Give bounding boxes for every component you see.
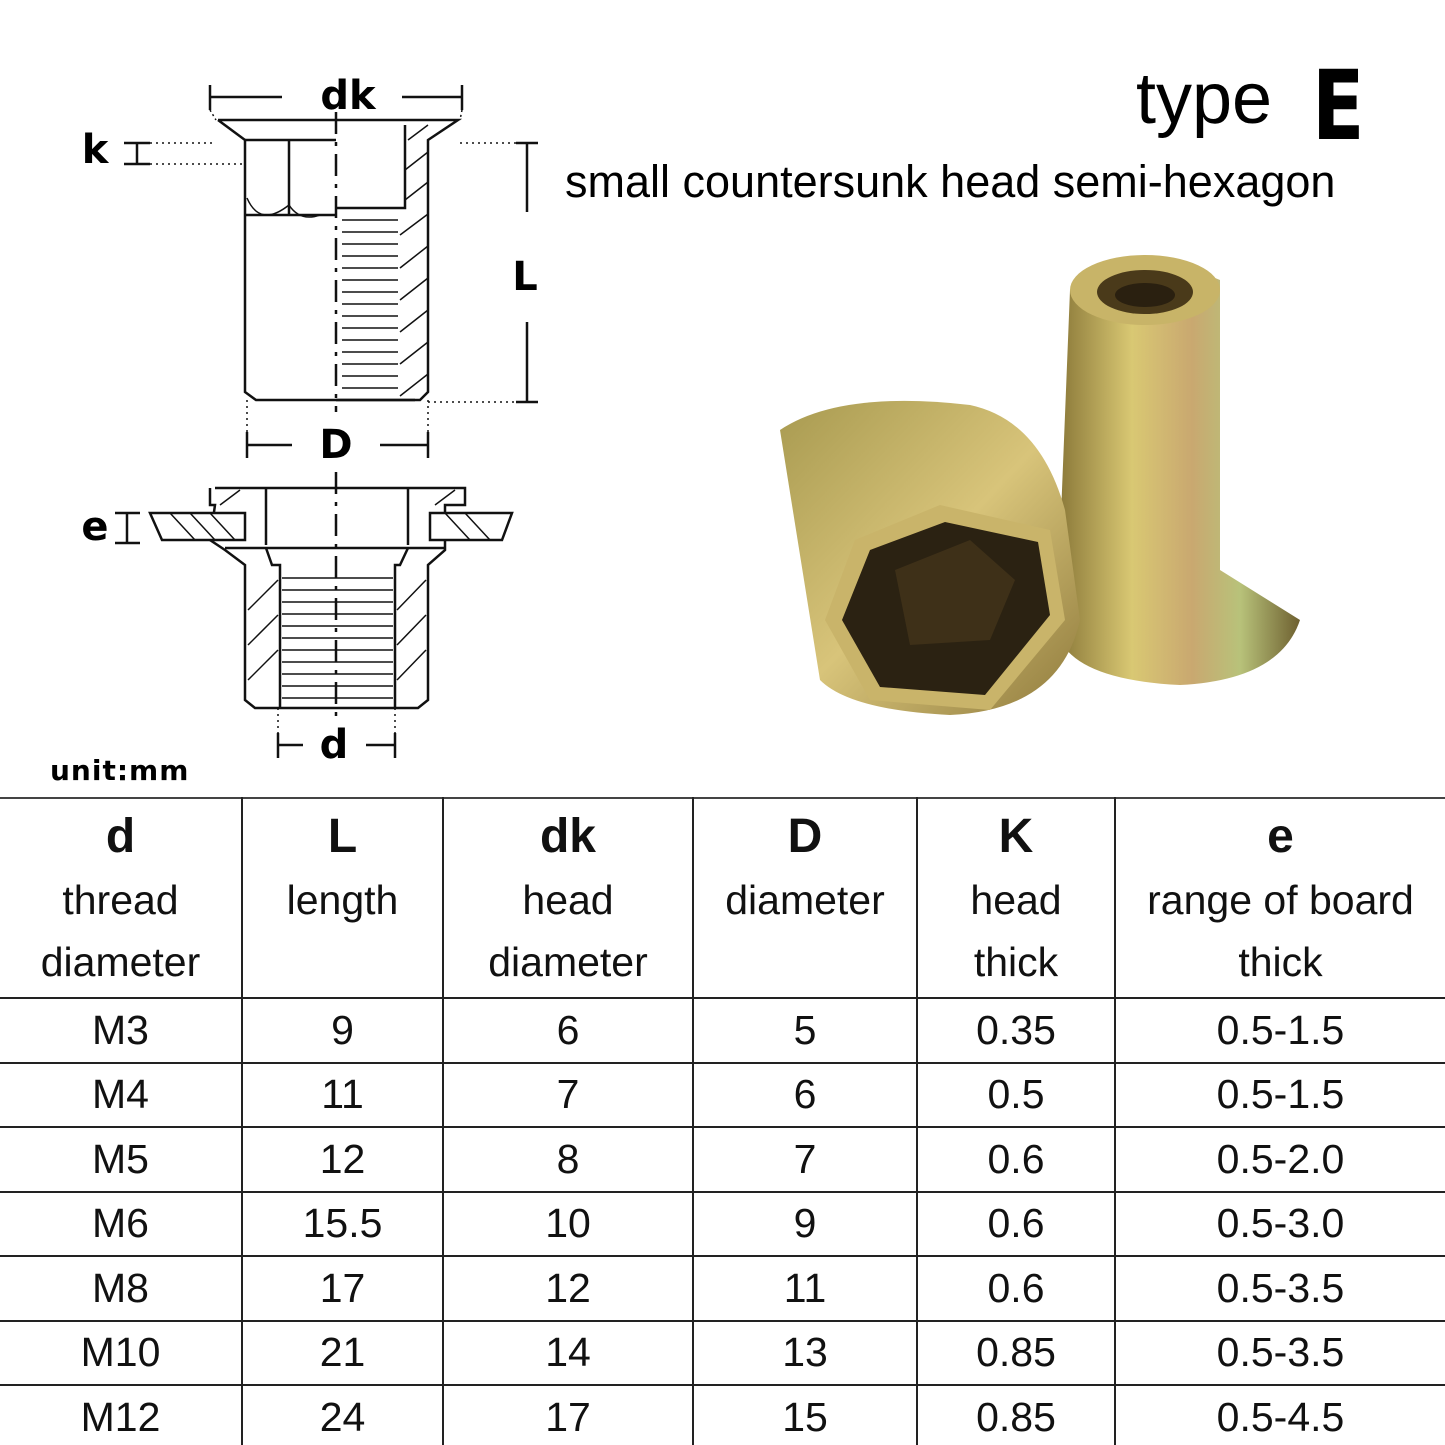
table-cell: 15: [692, 1384, 918, 1445]
table-cell: 24: [241, 1384, 444, 1445]
table-cell: M12: [0, 1384, 243, 1445]
dim-k: [124, 141, 245, 166]
label-e: e: [81, 504, 109, 550]
table-cell: M3: [0, 997, 243, 1064]
table-cell: 12: [241, 1126, 444, 1193]
label-dk: dk: [320, 73, 376, 119]
table-cell: 17: [442, 1384, 694, 1445]
table-cell: 7: [442, 1061, 694, 1128]
dim-dk: [208, 85, 464, 121]
table-cell: M5: [0, 1126, 243, 1193]
table-cell: 0.6: [916, 1255, 1116, 1322]
dim-L: [428, 141, 538, 404]
table-cell: 11: [692, 1255, 918, 1322]
table-cell: 0.5-3.5: [1114, 1255, 1445, 1322]
lower-nut-section: [148, 486, 514, 710]
table-cell: 12: [442, 1255, 694, 1322]
table-cell: 0.6: [916, 1126, 1116, 1193]
table-cell: 0.5-3.0: [1114, 1190, 1445, 1257]
table-cell: 17: [241, 1255, 444, 1322]
label-k: k: [81, 127, 109, 173]
table-cell: 9: [241, 997, 444, 1064]
table-cell: 0.5-3.5: [1114, 1319, 1445, 1386]
table-cell: 0.5: [916, 1061, 1116, 1128]
table-cell: 11: [241, 1061, 444, 1128]
dim-D: [245, 400, 430, 458]
type-letter: E: [1312, 50, 1365, 162]
table-cell: M6: [0, 1190, 243, 1257]
upright-nut: [1060, 255, 1300, 685]
table-cell: 0.85: [916, 1319, 1116, 1386]
rivet-nut-diagram: [115, 85, 538, 758]
unit-label: unit:mm: [50, 754, 190, 787]
table-cell: 0.6: [916, 1190, 1116, 1257]
table-cell: 9: [692, 1190, 918, 1257]
table-cell: 21: [241, 1319, 444, 1386]
table-cell: M8: [0, 1255, 243, 1322]
subtitle: small countersunk head semi-hexagon: [565, 156, 1336, 207]
table-cell: 0.5-2.0: [1114, 1126, 1445, 1193]
table-cell: 13: [692, 1319, 918, 1386]
table-cell: 6: [442, 997, 694, 1064]
product-photo: [780, 255, 1300, 715]
dim-d: [276, 708, 397, 758]
table-cell: 0.85: [916, 1384, 1116, 1445]
table-cell: 0.35: [916, 997, 1116, 1064]
table-cell: 10: [442, 1190, 694, 1257]
upper-nut-section: [217, 118, 463, 402]
table-cell: 7: [692, 1126, 918, 1193]
table-cell: 8: [442, 1126, 694, 1193]
label-D: D: [319, 422, 353, 468]
table-cell: M4: [0, 1061, 243, 1128]
lying-nut: [780, 400, 1080, 715]
dim-e: [115, 511, 140, 545]
table-cell: 0.5-1.5: [1114, 1061, 1445, 1128]
table-cell: 15.5: [241, 1190, 444, 1257]
table-cell: 14: [442, 1319, 694, 1386]
label-L: L: [512, 254, 538, 300]
type-word: type: [1136, 59, 1273, 139]
table-cell: 0.5-4.5: [1114, 1384, 1445, 1445]
label-d: d: [319, 722, 349, 768]
table-cell: 5: [692, 997, 918, 1064]
table-cell: 6: [692, 1061, 918, 1128]
table-cell: 0.5-1.5: [1114, 997, 1445, 1064]
table-cell: M10: [0, 1319, 243, 1386]
